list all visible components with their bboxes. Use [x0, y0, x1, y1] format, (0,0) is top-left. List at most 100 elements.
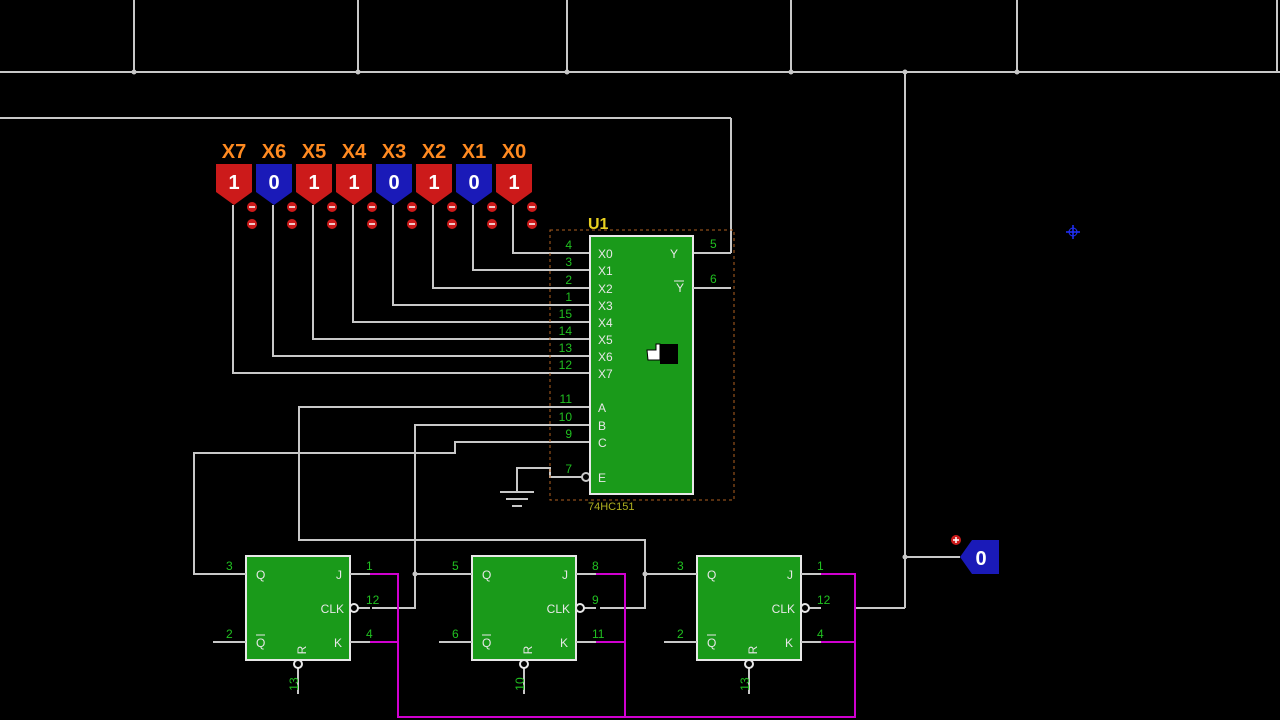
ff-pinnum-k: 11 — [592, 627, 605, 641]
mux-pin-c: C — [598, 436, 607, 450]
mux-pin-y: Y — [670, 247, 678, 261]
input-toggle-x4[interactable]: X41 — [336, 141, 377, 229]
ff-pin-k: K — [560, 636, 568, 650]
ff-pin-q: Q — [707, 568, 716, 582]
ff-pin-j: J — [336, 568, 342, 582]
mux-part: 74HC151 — [588, 501, 634, 513]
hand-cursor-icon — [646, 343, 678, 364]
ff-pinnum-k: 4 — [366, 627, 373, 641]
mux-pinnum-x3: 1 — [565, 290, 572, 304]
mux-pinnum-x7: 12 — [559, 358, 573, 372]
mux-pinnum-c: 9 — [565, 427, 572, 441]
ff-pinnum-q: 5 — [452, 559, 459, 573]
mux-pin-ybar: Y — [676, 281, 684, 295]
ff-pinnum-r: 10 — [513, 677, 527, 691]
mux-pinnum-x0: 4 — [565, 238, 572, 252]
input-toggle-x0[interactable]: X01 — [496, 141, 537, 229]
jk-flipflops: QQJCLKKR32112413QQJCLKKR56891110QQJCLKKR… — [213, 555, 831, 694]
ff-pinnum-r: 13 — [738, 677, 752, 691]
input-toggle-x3[interactable]: X30 — [376, 141, 417, 229]
mux-pin-x5: X5 — [598, 333, 613, 347]
mux-74hc151[interactable]: U1 74HC151 Y Y 5 6 — [549, 216, 735, 513]
mux-pin-x3: X3 — [598, 299, 613, 313]
ff-pin-r: R — [521, 645, 535, 654]
input-label: X6 — [262, 141, 286, 163]
output-probe[interactable]: 0 — [951, 535, 999, 574]
ff-pinnum-qbar: 2 — [226, 627, 233, 641]
input-value: 1 — [428, 172, 439, 194]
ff-pin-j: J — [562, 568, 568, 582]
ff-pinnum-q: 3 — [226, 559, 233, 573]
input-label: X0 — [502, 141, 526, 163]
input-label: X7 — [222, 141, 246, 163]
ff-pinnum-clk: 9 — [592, 593, 599, 607]
mux-ref: U1 — [588, 216, 609, 233]
mux-pinnum-x5: 14 — [559, 324, 573, 338]
mux-pinnum-ybar: 6 — [710, 272, 717, 286]
input-value: 0 — [388, 172, 399, 194]
input-toggle-x5[interactable]: X51 — [296, 141, 337, 229]
input-toggle-x1[interactable]: X10 — [456, 141, 497, 229]
ff-pin-qbar: Q — [256, 636, 265, 650]
mux-pinnum-y: 5 — [710, 237, 717, 251]
ground-symbol — [500, 467, 591, 507]
ff-pin-clk: CLK — [321, 602, 344, 616]
jk-flipflop-2[interactable]: Q Q J CLK K R 5 6 8 9 11 10 — [439, 555, 605, 694]
mux-pinnum-a: 11 — [560, 392, 573, 406]
input-wires — [232, 205, 590, 374]
top-rail — [0, 0, 1280, 75]
input-value: 1 — [508, 172, 519, 194]
ff-pinnum-q: 3 — [677, 559, 684, 573]
ff-pin-r: R — [746, 645, 760, 654]
ff-pinnum-qbar: 6 — [452, 627, 459, 641]
ff-pinnum-qbar: 2 — [677, 627, 684, 641]
ff-pin-q: Q — [256, 568, 265, 582]
ff-pinnum-clk: 12 — [366, 593, 380, 607]
ff-pin-k: K — [785, 636, 793, 650]
mux-pin-x1: X1 — [598, 264, 613, 278]
mux-pinnum-b: 10 — [559, 410, 573, 424]
input-value: 1 — [348, 172, 359, 194]
mux-pin-x4: X4 — [598, 316, 613, 330]
ff-pinnum-j: 1 — [817, 559, 824, 573]
input-toggle-x2[interactable]: X21 — [416, 141, 457, 229]
mux-pin-x2: X2 — [598, 282, 613, 296]
ff-pin-qbar: Q — [482, 636, 491, 650]
mux-pinnum-x1: 3 — [565, 255, 572, 269]
mux-pinnum-e: 7 — [565, 462, 572, 476]
mux-pinnum-x4: 15 — [559, 307, 573, 321]
input-toggle-x7[interactable]: X71 — [216, 141, 257, 229]
ff-pinnum-r: 13 — [287, 677, 301, 691]
mux-pin-x0: X0 — [598, 247, 613, 261]
input-label: X5 — [302, 141, 326, 163]
input-value: 1 — [228, 172, 239, 194]
input-label: X2 — [422, 141, 446, 163]
ff-pin-clk: CLK — [547, 602, 570, 616]
ff-pin-clk: CLK — [772, 602, 795, 616]
output-probe-value: 0 — [975, 548, 986, 570]
input-toggle-x6[interactable]: X60 — [256, 141, 297, 229]
ff-pin-qbar: Q — [707, 636, 716, 650]
ff-pinnum-j: 1 — [366, 559, 373, 573]
ff-pin-j: J — [787, 568, 793, 582]
mux-pin-a: A — [598, 401, 606, 415]
input-label: X4 — [342, 141, 367, 163]
mux-pin-x7: X7 — [598, 367, 613, 381]
ff-pinnum-j: 8 — [592, 559, 599, 573]
input-label: X3 — [382, 141, 406, 163]
mux-pin-b: B — [598, 419, 606, 433]
crosshair-icon — [1066, 225, 1080, 239]
ff-pinnum-clk: 12 — [817, 593, 831, 607]
mux-pinnum-x6: 13 — [559, 341, 573, 355]
mux-pinnum-x2: 2 — [565, 273, 572, 287]
input-value: 1 — [308, 172, 319, 194]
input-value: 0 — [468, 172, 479, 194]
clock-wire — [855, 72, 960, 609]
ff-pin-q: Q — [482, 568, 491, 582]
input-label: X1 — [462, 141, 486, 163]
